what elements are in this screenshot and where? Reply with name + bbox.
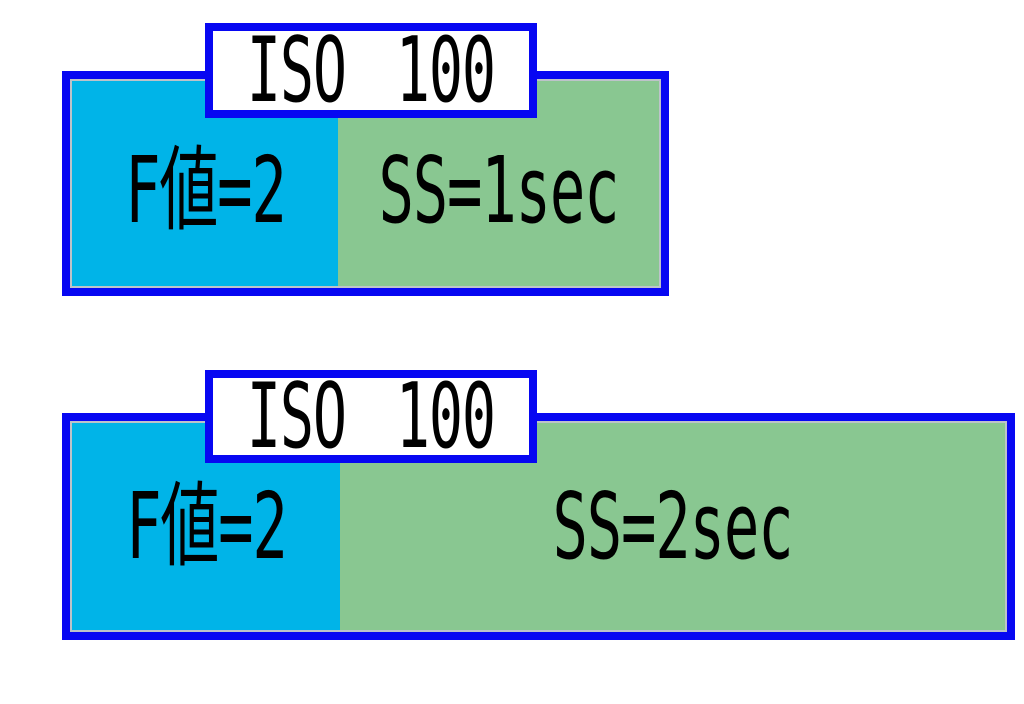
exposure-box: F値=2 SS=2sec: [62, 413, 1015, 640]
iso-label: ISO 100: [246, 370, 496, 463]
aperture-label: F値=2: [125, 472, 288, 580]
aperture-label: F値=2: [124, 136, 287, 244]
shutter-label: SS=1sec: [378, 136, 620, 244]
iso-badge: ISO 100: [205, 23, 537, 118]
iso-badge: ISO 100: [205, 370, 537, 463]
shutter-label: SS=2sec: [552, 472, 794, 580]
iso-label: ISO 100: [246, 23, 496, 118]
